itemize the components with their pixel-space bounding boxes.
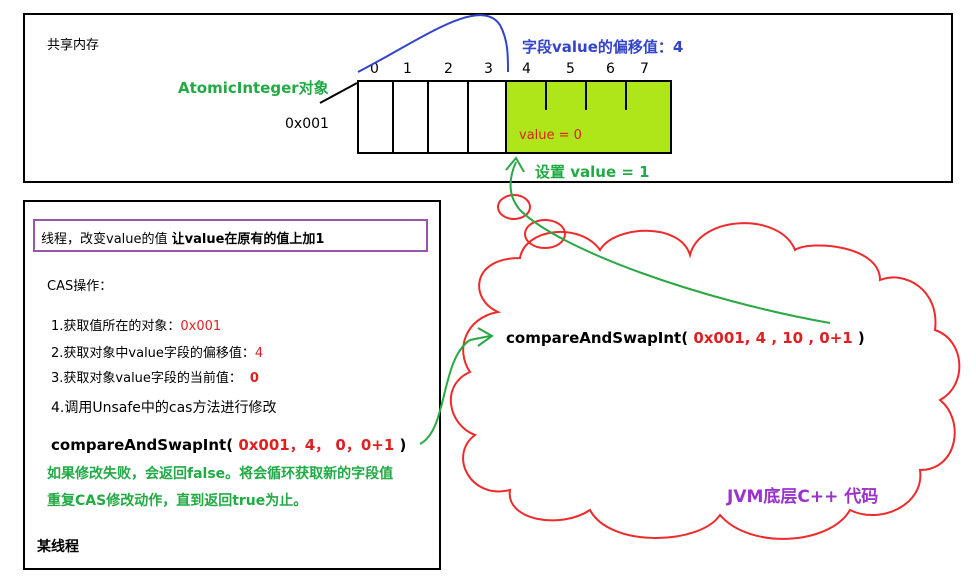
call-name: compareAndSwapInt(: [51, 436, 234, 454]
fail-note-line2: 重复CAS修改动作，直到返回true为止。: [47, 493, 308, 509]
cas-step: 1.获取值所在的对象：0x001: [51, 315, 221, 334]
thread-header: [33, 219, 428, 252]
cloud-cas-call: compareAndSwapInt( 0x001, 4 , 10 , 0+1 ): [506, 329, 865, 347]
shared-memory-title: 共享内存: [47, 38, 100, 53]
call-close: ): [394, 436, 407, 454]
cell-index: 3: [484, 61, 493, 77]
cloud-caption: JVM底层C++ 代码: [727, 487, 879, 507]
cas-step: 2.获取对象中value字段的偏移值：4: [51, 342, 263, 361]
jvm-cloud: [449, 222, 961, 540]
value-text: value = 0: [519, 128, 582, 143]
cell-index: 0: [370, 61, 379, 77]
thread-name: 某线程: [37, 539, 79, 555]
cloud-to-memory-arrow: [509, 161, 831, 324]
memory-cell: [359, 82, 394, 152]
call-close: ): [852, 329, 865, 347]
cas-step-text: 4.调用Unsafe中的cas方法进行修改: [51, 400, 277, 416]
set-value-label: 设置 value = 1: [535, 163, 650, 181]
thought-bubble: [497, 194, 531, 220]
cell-index: 5: [566, 61, 575, 77]
call-name: compareAndSwapInt(: [506, 329, 689, 347]
cas-step-text: 2.获取对象中value字段的偏移值：: [51, 346, 255, 361]
thread-header-bold: 让value在原有的值上加1: [171, 232, 325, 247]
cell-divider: [585, 82, 587, 110]
fail-note-line1: 如果修改失败，会返回false。将会循环获取新的字段值: [47, 466, 394, 482]
cas-step-value: 0: [249, 371, 259, 386]
memory-cells: [357, 80, 672, 154]
cell-index: 1: [403, 61, 412, 77]
offset-label: 字段value的偏移值：4: [522, 38, 684, 56]
cas-step-text: 1.获取值所在的对象：: [51, 319, 181, 334]
cell-index: 4: [522, 61, 531, 77]
cas-step: 3.获取对象value字段的当前值： 0: [51, 367, 259, 386]
thread-panel: [23, 200, 441, 570]
thread-cas-call: compareAndSwapInt( 0x001，4， 0，0+1 ): [51, 434, 406, 455]
call-args: 0x001，4， 0，0+1: [233, 436, 395, 454]
object-pointer-line: [319, 82, 358, 104]
shared-memory-box: [23, 13, 953, 183]
call-args: 0x001, 4 , 10 , 0+1: [688, 329, 853, 347]
arrow-head: [477, 327, 494, 347]
memory-cell: [394, 82, 429, 152]
value-field-highlight: [507, 82, 670, 152]
cas-title: CAS操作：: [47, 279, 113, 294]
thread-header-normal: 线程，改变value的值: [41, 232, 172, 247]
cas-step-value: 4: [254, 346, 264, 361]
cas-step-value: 0x001: [180, 319, 222, 334]
cell-divider: [625, 82, 627, 110]
cas-step-text: 3.获取对象value字段的当前值：: [51, 371, 242, 386]
cell-index: 2: [444, 61, 453, 77]
thought-bubble: [524, 219, 566, 249]
offset-arrow: [357, 14, 509, 73]
cas-step: 4.调用Unsafe中的cas方法进行修改: [51, 397, 276, 417]
call-to-cloud-arrow: [419, 335, 491, 445]
atomicinteger-object-label: AtomicInteger对象: [178, 79, 329, 97]
memory-cell: [469, 82, 507, 152]
arrow-head: [505, 156, 525, 173]
thread-header-text: 线程，改变value的值 让value在原有的值上加1: [41, 228, 324, 247]
memory-cell: [429, 82, 469, 152]
cell-index: 7: [640, 61, 649, 77]
object-address: 0x001: [285, 116, 329, 132]
cell-divider: [545, 82, 547, 110]
cell-index: 6: [606, 61, 615, 77]
